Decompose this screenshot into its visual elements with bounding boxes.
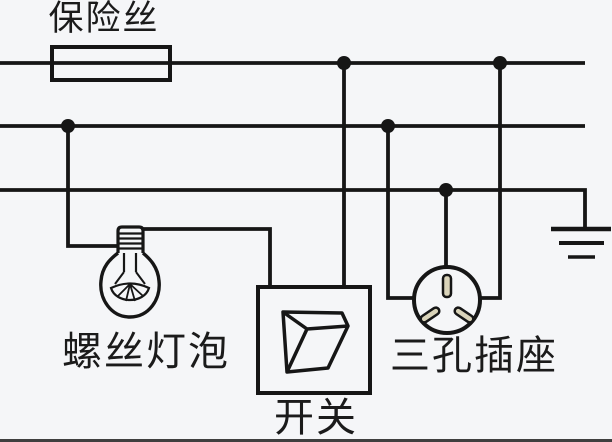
junction-dot xyxy=(337,56,351,70)
socket-right-slot xyxy=(453,306,475,324)
switch-symbol xyxy=(256,285,372,395)
junction-dot xyxy=(381,119,395,133)
bulb-label: 螺丝灯泡 xyxy=(62,329,230,374)
socket-label: 三孔插座 xyxy=(390,333,558,378)
bottom-edge-bar xyxy=(0,439,612,442)
socket-earth-slot xyxy=(441,273,453,299)
junction-dot xyxy=(439,183,453,197)
junction-dot xyxy=(61,119,75,133)
ground-symbol xyxy=(551,226,611,259)
bulb-to-switch-wire xyxy=(142,227,272,287)
fuse-symbol xyxy=(50,45,172,82)
socket-live-wire xyxy=(480,63,502,300)
fuse-label: 保险丝 xyxy=(48,0,160,38)
junction-dot xyxy=(493,56,507,70)
earth-wire xyxy=(0,188,587,228)
bulb-neutral-wire xyxy=(66,126,118,248)
switch-label: 开关 xyxy=(274,395,358,440)
socket-neutral-wire xyxy=(386,126,414,300)
socket-symbol xyxy=(412,265,482,335)
bulb-symbol xyxy=(99,225,161,319)
socket-left-slot xyxy=(419,306,441,324)
